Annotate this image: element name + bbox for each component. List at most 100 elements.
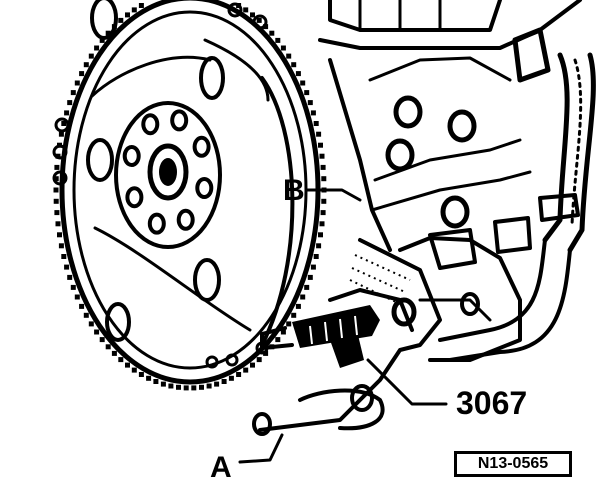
block-contour — [373, 138, 522, 182]
callout-label-a: A — [210, 451, 232, 484]
gear-tooth — [206, 383, 212, 389]
flywheel-plate-lower — [93, 226, 252, 332]
block-bolt — [385, 138, 415, 172]
gear-tooth — [286, 321, 292, 327]
gear-tooth — [138, 372, 144, 377]
gear-tooth — [105, 344, 111, 350]
hub-bolt-hole — [195, 177, 214, 199]
gear-tooth — [295, 71, 301, 77]
gear-tooth — [321, 176, 327, 182]
gear-tooth — [64, 110, 70, 116]
flywheel-hole — [105, 302, 131, 342]
gear-tooth — [250, 12, 255, 18]
hub-bolt-circle — [122, 109, 214, 235]
gear-tooth — [304, 90, 310, 96]
gear-tooth — [105, 30, 111, 36]
gear-tooth — [310, 110, 316, 116]
gear-tooth — [53, 187, 59, 193]
gear-tooth — [58, 131, 64, 137]
gear-tooth — [70, 284, 76, 290]
flywheel-plate-upper — [90, 55, 212, 98]
gear-tooth — [74, 80, 80, 86]
block-side — [328, 58, 392, 252]
gear-tooth — [146, 375, 152, 381]
gear-tooth — [221, 379, 227, 384]
gear-tooth — [228, 375, 234, 381]
flywheel-plate-edge — [203, 38, 270, 102]
gear-tooth — [295, 303, 301, 309]
block-lower-detail — [418, 298, 492, 322]
gear-tooth — [275, 37, 281, 43]
hose-ribs — [570, 58, 583, 227]
gear-tooth — [83, 312, 89, 318]
gear-tooth — [99, 337, 105, 343]
gear-tooth — [168, 383, 174, 389]
gear-tooth — [118, 17, 124, 23]
gear-tooth — [313, 254, 319, 259]
gear-tooth — [280, 45, 286, 51]
gear-tooth — [53, 176, 59, 182]
gear-tooth — [54, 210, 60, 216]
gear-tooth — [280, 329, 286, 335]
gear-tooth — [67, 274, 73, 280]
gear-tooth — [53, 198, 59, 204]
hub-bolt-hole — [125, 186, 144, 209]
gear-tooth — [320, 164, 326, 170]
gear-tooth — [319, 153, 325, 159]
gear-tooth — [54, 164, 60, 170]
leader-lines — [238, 188, 448, 464]
gear-tooth — [300, 294, 306, 300]
flywheel-small-hole — [54, 117, 70, 133]
hose-clip — [538, 193, 580, 222]
gear-tooth — [291, 312, 297, 318]
gear-tooth — [236, 372, 242, 377]
hub-bolt-hole — [141, 113, 160, 136]
gear-tooth — [88, 53, 94, 59]
block-boss — [428, 228, 477, 270]
gear-tooth — [153, 379, 159, 384]
gear-tooth — [111, 350, 117, 356]
gear-tooth — [61, 121, 67, 126]
gear-tooth — [307, 274, 313, 280]
bracket-body — [258, 238, 442, 432]
bracket-lower — [298, 388, 385, 431]
block-bolt — [447, 109, 477, 143]
gear-tooth — [313, 121, 319, 126]
gear-tooth — [94, 329, 100, 335]
bracket-hatch — [349, 254, 411, 305]
flywheel-hub-center — [147, 143, 189, 201]
gear-tooth — [160, 381, 166, 387]
gear-tooth — [286, 53, 292, 59]
bracket-eye — [252, 412, 272, 436]
block-boss — [493, 216, 532, 254]
flywheel-small-hole — [52, 144, 68, 160]
bracket-bolt — [391, 297, 417, 327]
flywheel-small-hole — [205, 355, 219, 369]
leader-line-a — [238, 433, 284, 464]
gear-tooth — [57, 232, 62, 238]
gear-tooth — [67, 100, 73, 106]
hose-pipe — [448, 248, 572, 362]
gear-tooth — [275, 337, 281, 343]
hub-bolt-hole — [170, 109, 189, 132]
gear-tooth — [316, 243, 322, 249]
gear-tooth — [320, 210, 326, 216]
figure-reference-box: N13-0565 — [454, 451, 572, 477]
special-tool-3067 — [260, 305, 380, 368]
gear-tooth — [310, 264, 316, 270]
gear-tooth — [316, 131, 322, 137]
gear-tooth — [131, 367, 137, 373]
gear-tooth — [79, 303, 85, 309]
flywheel-small-hole — [252, 14, 268, 30]
leader-line-b — [304, 188, 362, 202]
block-edge — [318, 0, 582, 50]
gear-tooth — [131, 7, 137, 13]
gear-tooth — [125, 362, 130, 368]
gear-tooth — [304, 284, 310, 290]
coolant-hose — [438, 27, 596, 362]
hub-bolt-hole — [147, 212, 166, 235]
gear-tooth — [125, 12, 130, 18]
gear-tooth — [74, 294, 80, 300]
tool-grip-lines — [309, 315, 358, 345]
